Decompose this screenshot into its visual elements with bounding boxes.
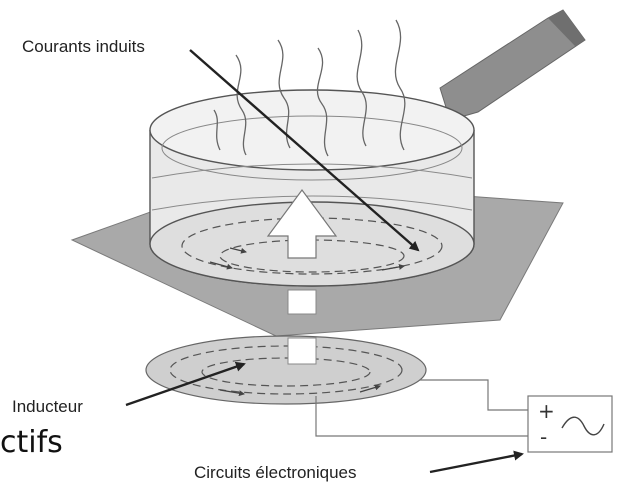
ac-sine-icon bbox=[561, 416, 605, 436]
cropped-slide-text: ctifs bbox=[0, 425, 63, 460]
inductor-label: Inducteur bbox=[12, 397, 83, 416]
electronic-circuits-label: Circuits électroniques bbox=[194, 463, 357, 482]
minus-sign: - bbox=[540, 425, 547, 449]
electronic-circuit-box: + - bbox=[527, 395, 613, 453]
connection-wires bbox=[315, 379, 528, 437]
inductor-coil bbox=[145, 335, 427, 405]
induced-currents-callout: Courants induits bbox=[22, 37, 420, 252]
induced-current-arrows bbox=[209, 247, 405, 271]
steam-lines bbox=[213, 19, 406, 157]
pan-handle bbox=[439, 9, 586, 121]
magnetic-field-arrow bbox=[266, 188, 338, 365]
inductor-callout: Inducteur bbox=[12, 361, 246, 416]
induced-currents-label: Courants induits bbox=[22, 37, 145, 56]
electronic-circuits-callout: Circuits électroniques bbox=[194, 450, 524, 482]
plus-sign: + bbox=[538, 399, 555, 423]
